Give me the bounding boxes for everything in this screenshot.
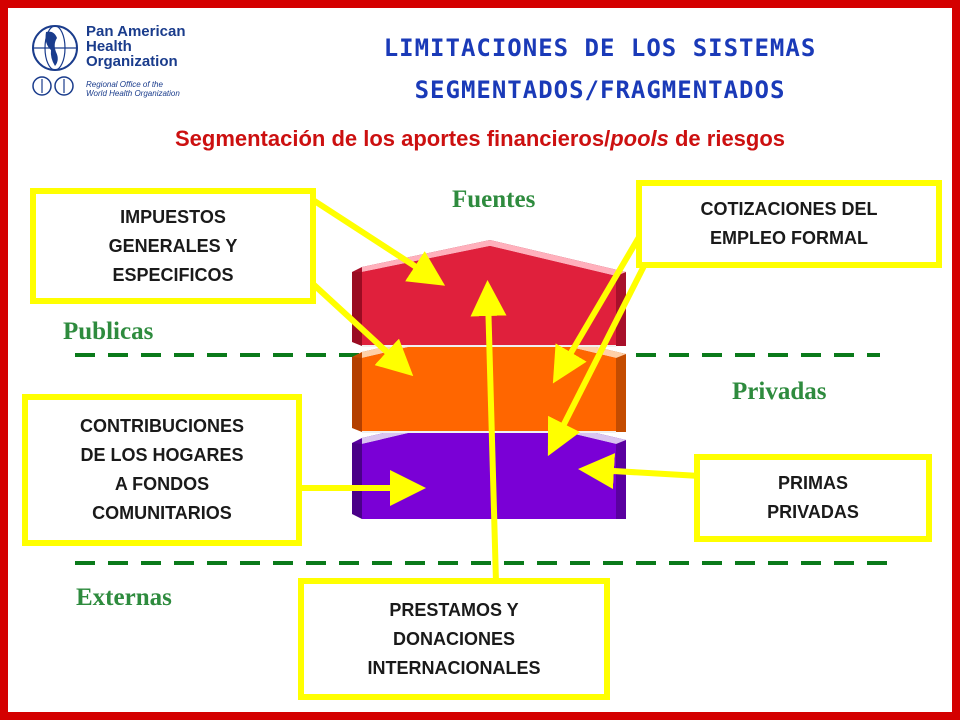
box-prestamos-text: PRESTAMOS Y DONACIONES INTERNACIONALES <box>367 599 541 678</box>
box-impuestos: IMPUESTOS GENERALES Y ESPECIFICOS <box>30 188 316 304</box>
box-impuestos-text: IMPUESTOS GENERALES Y ESPECIFICOS <box>108 206 238 285</box>
arrow-prestamos <box>470 280 507 583</box>
arrow-impuestos-middle <box>310 281 414 377</box>
subtitle: Segmentación de los aportes financieros/… <box>30 126 930 152</box>
box-primas-text: PRIMAS PRIVADAS <box>767 473 859 522</box>
box-primas: PRIMAS PRIVADAS <box>694 454 932 542</box>
logo-subtitle: Regional Office of the World Health Orga… <box>86 80 180 98</box>
box-prestamos: PRESTAMOS Y DONACIONES INTERNACIONALES <box>298 578 610 700</box>
paho-logo: Pan American Health Organization Regiona… <box>30 22 220 102</box>
logo-name: Pan American Health Organization <box>86 23 186 70</box>
label-fuentes: Fuentes <box>452 186 536 213</box>
title-line-1: LIMITACIONES DE LOS SISTEMAS <box>383 34 817 62</box>
subtitle-part-2: pools <box>610 126 669 151</box>
label-privadas: Privadas <box>732 378 827 405</box>
title-line-2: SEGMENTADOS/FRAGMENTADOS <box>414 76 786 104</box>
arrow-cotizaciones-middle <box>552 230 645 384</box>
subtitle-part-3: de riesgos <box>668 126 786 151</box>
box-contribuciones: CONTRIBUCIONES DE LOS HOGARES A FONDOS C… <box>22 394 302 546</box>
box-cotizaciones-text: COTIZACIONES DEL EMPLEO FORMAL <box>700 199 878 248</box>
arrow-impuestos-top <box>311 197 446 286</box>
arrow-primas <box>578 453 701 490</box>
arrow-cotizaciones-bottom <box>547 256 651 457</box>
globe-icon <box>32 25 78 96</box>
label-externas: Externas <box>76 584 172 611</box>
box-contribuciones-text: CONTRIBUCIONES DE LOS HOGARES A FONDOS C… <box>79 416 244 523</box>
subtitle-part-1: Segmentación de los aportes financieros/ <box>174 126 611 151</box>
box-cotizaciones: COTIZACIONES DEL EMPLEO FORMAL <box>636 180 942 268</box>
label-publicas: Publicas <box>63 318 154 345</box>
